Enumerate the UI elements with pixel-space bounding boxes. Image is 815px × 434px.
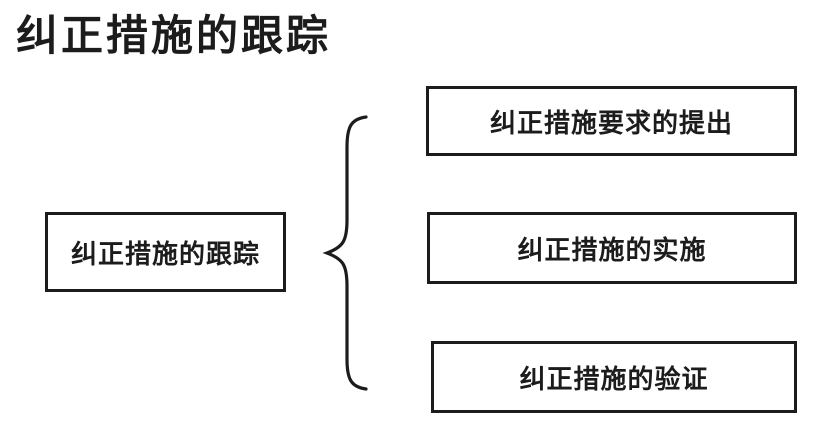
page-title: 纠正措施的跟踪 — [16, 14, 332, 60]
root-node-label: 纠正措施的跟踪 — [70, 239, 260, 269]
branch-node-verification: 纠正措施的验证 — [431, 341, 797, 413]
branch-node-label: 纠正措施的实施 — [517, 235, 707, 265]
branch-node-implementation: 纠正措施的实施 — [427, 212, 797, 284]
branch-node-label: 纠正措施的验证 — [519, 364, 709, 394]
root-node: 纠正措施的跟踪 — [45, 212, 286, 292]
left-curly-brace-icon — [320, 114, 372, 392]
branch-node-proposal: 纠正措施要求的提出 — [426, 86, 797, 156]
branch-node-label: 纠正措施要求的提出 — [489, 108, 733, 138]
